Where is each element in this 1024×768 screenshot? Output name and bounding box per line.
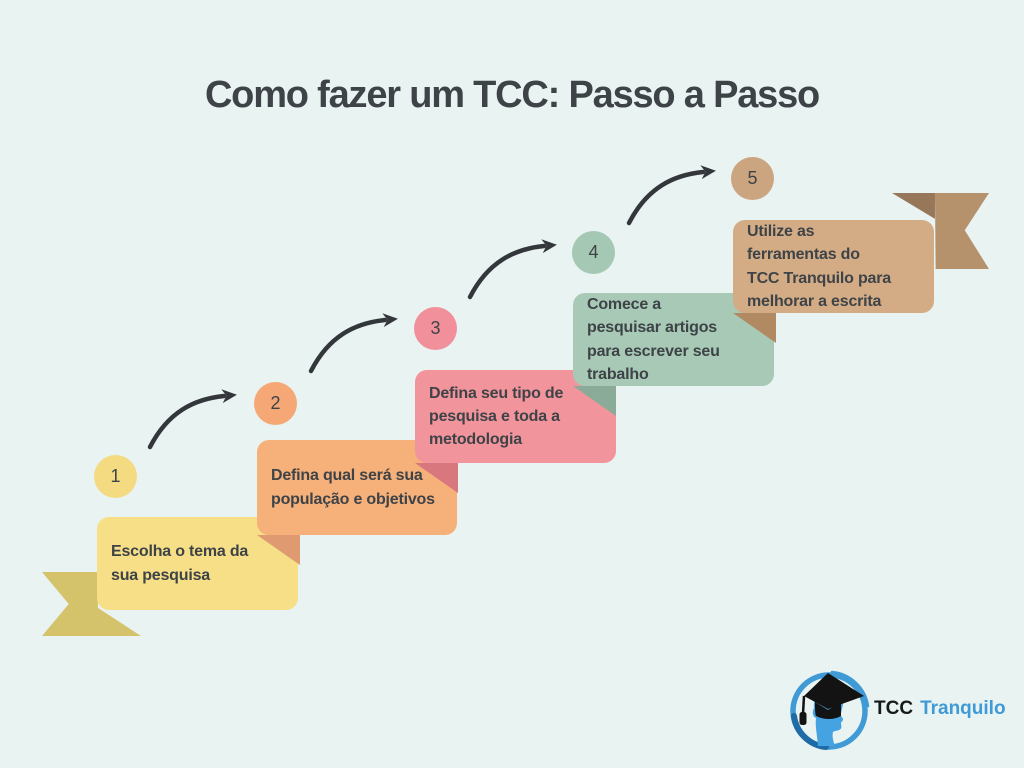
step-box-5: Utilize as ferramentas do TCC Tranquilo … bbox=[733, 220, 934, 313]
step-number-badge-3: 3 bbox=[414, 307, 457, 350]
logo-text: TCC Tranquilo bbox=[874, 698, 1006, 720]
logo-text-primary: TCC bbox=[874, 698, 914, 719]
page-title: Como fazer um TCC: Passo a Passo bbox=[204, 74, 820, 116]
logo-emblem bbox=[790, 670, 870, 750]
arrow-1-icon bbox=[147, 389, 237, 450]
step-text-3: Defina seu tipo de pesquisa e toda a met… bbox=[429, 384, 564, 449]
arrow-4-icon bbox=[626, 165, 716, 226]
brand-logo: TCC Tranquilo bbox=[786, 666, 1016, 761]
step-text-1: Escolha o tema da sua pesquisa bbox=[111, 543, 249, 584]
step-text-4: Comece a pesquisar artigos para escrever… bbox=[587, 296, 720, 383]
graduation-cap-icon bbox=[799, 673, 864, 725]
step-number-badge-4: 4 bbox=[572, 231, 615, 274]
step-text-5: Utilize as ferramentas do TCC Tranquilo … bbox=[747, 223, 891, 310]
arrow-2-icon bbox=[308, 313, 398, 374]
step-number-badge-2: 2 bbox=[254, 382, 297, 425]
step-box-2: Defina qual será sua população e objetiv… bbox=[257, 440, 457, 535]
step-number-badge-1: 1 bbox=[94, 455, 137, 498]
step-number-badge-5: 5 bbox=[731, 157, 774, 200]
step-text-2: Defina qual será sua população e objetiv… bbox=[271, 467, 435, 508]
arrow-3-icon bbox=[467, 239, 557, 300]
logo-text-secondary: Tranquilo bbox=[920, 698, 1006, 719]
